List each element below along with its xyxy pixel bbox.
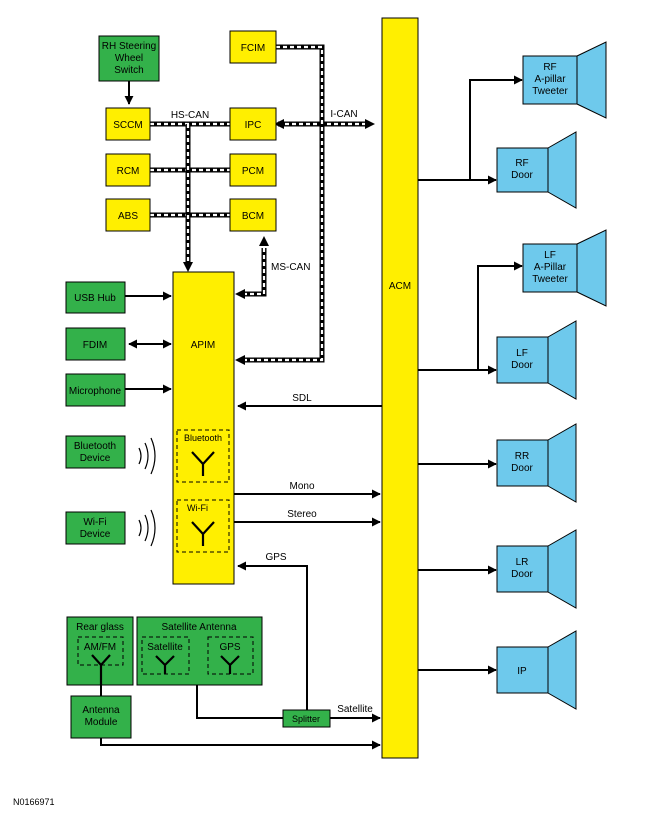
svg-text:Module: Module [85, 717, 118, 728]
svg-text:ACM: ACM [389, 281, 411, 292]
svg-text:RF: RF [515, 158, 528, 169]
svg-text:A-pillar: A-pillar [534, 74, 566, 85]
fdim-module: FDIM [65, 327, 126, 361]
svg-text:Bluetooth: Bluetooth [74, 441, 116, 452]
lr-door-speaker: LR Door [496, 529, 577, 609]
ip-speaker: IP [496, 630, 577, 710]
satellite-antenna: Satellite Antenna Satellite GPS [136, 616, 263, 686]
svg-text:Switch: Switch [114, 65, 143, 76]
splitter-module: Splitter [282, 709, 331, 728]
svg-text:Antenna: Antenna [82, 705, 120, 716]
wifi-antenna: Wi-Fi [176, 499, 230, 553]
svg-text:Tweeter: Tweeter [532, 274, 568, 285]
rf-tweeter-speaker: RF A-pillar Tweeter [522, 41, 607, 119]
gps-line-label: GPS [265, 552, 286, 563]
svg-text:Door: Door [511, 360, 533, 371]
svg-text:RH Steering: RH Steering [102, 41, 156, 52]
svg-text:RF: RF [543, 62, 556, 73]
svg-text:Door: Door [511, 569, 533, 580]
ms-can-label: MS-CAN [271, 262, 310, 273]
satellite-line-label: Satellite [337, 704, 373, 715]
svg-text:Door: Door [511, 170, 533, 181]
rear-glass-antenna: Rear glass AM/FM [66, 616, 134, 686]
svg-text:Satellite: Satellite [147, 642, 183, 653]
hs-can-bus [150, 121, 230, 262]
wifi-waves-icon [138, 509, 156, 547]
svg-text:LF: LF [516, 348, 528, 359]
hs-can-label: HS-CAN [171, 110, 209, 121]
rr-door-speaker: RR Door [496, 423, 577, 503]
svg-text:AM/FM: AM/FM [84, 642, 116, 653]
bluetooth-antenna: Bluetooth [176, 429, 230, 483]
antenna-module: Antenna Module [70, 695, 132, 739]
i-can-label: I-CAN [330, 109, 357, 120]
wifi-device: Wi-Fi Device [65, 511, 126, 545]
figure-code: N0166971 [13, 797, 55, 807]
lf-door-speaker: LF Door [496, 320, 577, 400]
sdl-label: SDL [292, 393, 312, 404]
svg-text:Wi-Fi: Wi-Fi [187, 503, 208, 513]
svg-text:APIM: APIM [191, 340, 215, 351]
ipc-module: IPC [229, 107, 277, 141]
usb-hub-module: USB Hub [65, 281, 126, 314]
svg-text:Tweeter: Tweeter [532, 86, 568, 97]
svg-text:A-Pillar: A-Pillar [534, 262, 567, 273]
i-can-bus [245, 44, 365, 363]
svg-text:Microphone: Microphone [69, 386, 122, 397]
svg-text:USB Hub: USB Hub [74, 293, 116, 304]
svg-text:LF: LF [544, 250, 556, 261]
svg-text:GPS: GPS [219, 642, 240, 653]
svg-text:Rear glass: Rear glass [76, 622, 124, 633]
lf-tweeter-speaker: LF A-Pillar Tweeter [522, 229, 607, 307]
rf-door-speaker: RF Door [496, 131, 577, 209]
svg-text:RR: RR [515, 451, 529, 462]
mono-label: Mono [289, 481, 314, 492]
bcm-module: BCM [229, 198, 277, 232]
svg-text:Wheel: Wheel [115, 53, 143, 64]
sccm-module: SCCM [105, 107, 151, 141]
svg-text:LR: LR [516, 557, 529, 568]
abs-module: ABS [105, 198, 151, 232]
svg-text:ABS: ABS [118, 211, 138, 222]
svg-text:PCM: PCM [242, 166, 264, 177]
pcm-module: PCM [229, 153, 277, 187]
svg-text:Wi-Fi: Wi-Fi [83, 517, 106, 528]
svg-text:Satellite Antenna: Satellite Antenna [161, 622, 236, 633]
svg-text:FCIM: FCIM [241, 43, 265, 54]
bluetooth-device: Bluetooth Device [65, 435, 126, 469]
stereo-label: Stereo [287, 509, 317, 520]
svg-text:Bluetooth: Bluetooth [184, 433, 222, 443]
bluetooth-waves-icon [138, 437, 156, 475]
fcim-module: FCIM [229, 30, 277, 64]
microphone-module: Microphone [65, 373, 126, 407]
rh-steering-wheel-switch: RH Steering Wheel Switch [98, 35, 160, 82]
svg-text:FDIM: FDIM [83, 340, 107, 351]
svg-text:Door: Door [511, 463, 533, 474]
svg-text:Device: Device [80, 453, 111, 464]
rcm-module: RCM [105, 153, 151, 187]
svg-text:BCM: BCM [242, 211, 264, 222]
acm-module: ACM [381, 17, 419, 759]
svg-text:Device: Device [80, 529, 111, 540]
svg-text:RCM: RCM [117, 166, 140, 177]
ms-can-bus [245, 248, 267, 297]
svg-text:IPC: IPC [245, 120, 262, 131]
svg-text:Splitter: Splitter [292, 714, 320, 724]
svg-text:SCCM: SCCM [113, 120, 142, 131]
svg-text:IP: IP [517, 666, 527, 677]
